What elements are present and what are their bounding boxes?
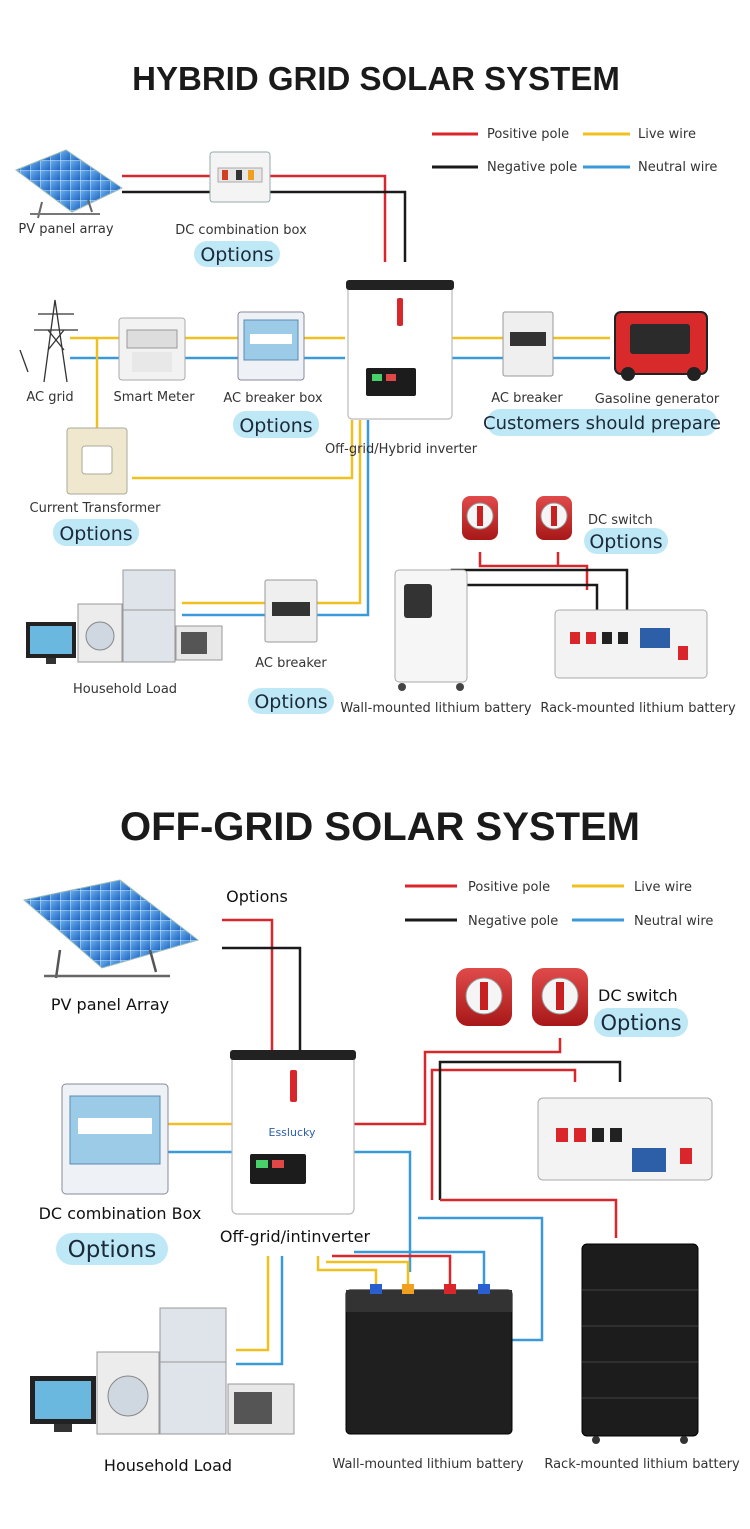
dc-combination-box-icon: [209, 151, 271, 203]
hybrid-rack-battery-label: Rack-mounted lithium battery: [540, 701, 736, 716]
og-legend-neutral: Neutral wire: [634, 914, 713, 929]
legend-live-label: Live wire: [638, 127, 696, 142]
og-legend-live: Live wire: [634, 880, 692, 895]
hybrid-legend: Positive pole Live wire Negative pole Ne…: [432, 127, 717, 175]
household-appliances-icon: [26, 569, 223, 664]
ac-breaker-bottom-options-text: Options: [254, 691, 327, 713]
og-dc-switch-options-text: Options: [600, 1011, 681, 1035]
og-dc-box-label: DC combination Box: [39, 1204, 202, 1223]
ac-breaker-box-options-text: Options: [239, 415, 312, 437]
dc-switch-icon: [462, 496, 572, 540]
og-rack-battery-label: Rack-mounted lithium battery: [544, 1457, 740, 1472]
og-pv-label: PV panel Array: [51, 995, 169, 1014]
ac-breaker-bottom-label: AC breaker: [255, 656, 327, 671]
offgrid-legend: Positive pole Live wire Negative pole Ne…: [405, 880, 713, 929]
offgrid-wires: [168, 918, 622, 1366]
og-legend-negative: Negative pole: [468, 914, 558, 929]
smart-meter-icon: [118, 317, 186, 381]
hybrid-dc-switch-options-badge[interactable]: [584, 528, 668, 554]
ct-options-text: Options: [59, 523, 132, 545]
dc-box-options-badge[interactable]: [194, 241, 280, 267]
og-options-top: Options: [226, 887, 288, 906]
pv-label: PV panel array: [18, 222, 113, 237]
ac-breaker-right-icon: [502, 311, 554, 377]
wall-battery-icon: [394, 569, 468, 691]
generator-label: Gasoline generator: [595, 392, 720, 407]
og-rack-battery-tower-icon: [581, 1243, 699, 1444]
og-dc-box-options-text: Options: [68, 1237, 157, 1263]
generator-icon: [614, 311, 708, 381]
ac-grid-label: AC grid: [26, 390, 73, 405]
hybrid-dc-switch-label: DC switch: [588, 513, 653, 528]
hybrid-wall-battery-label: Wall-mounted lithium battery: [340, 701, 531, 716]
og-wall-battery-label: Wall-mounted lithium battery: [332, 1457, 523, 1472]
og-dc-box-options-badge[interactable]: [56, 1233, 168, 1265]
ac-breaker-box-icon: [237, 311, 305, 381]
ac-breaker-box-label: AC breaker box: [223, 391, 322, 406]
transmission-tower-icon: [19, 299, 78, 383]
current-transformer-icon: [66, 427, 128, 495]
rack-battery-icon: [554, 609, 708, 679]
smart-meter-label: Smart Meter: [113, 390, 195, 405]
customers-prepare-badge[interactable]: [487, 409, 717, 436]
og-legend-positive: Positive pole: [468, 880, 550, 895]
legend-neutral-label: Neutral wire: [638, 160, 717, 175]
og-rack-battery-top-icon: [537, 1097, 713, 1181]
og-inverter-label: Off-grid/intinverter: [220, 1227, 371, 1246]
og-household-label: Household Load: [104, 1456, 232, 1475]
hybrid-household-label: Household Load: [73, 682, 177, 697]
ac-breaker-right-label: AC breaker: [491, 391, 563, 406]
dc-box-options-text: Options: [200, 244, 273, 266]
og-dc-switch-label: DC switch: [598, 986, 678, 1005]
customers-prepare-text: Customers should prepare: [483, 413, 721, 434]
og-household-appliances-icon: [30, 1307, 295, 1435]
pv-panel-icon: [14, 149, 124, 219]
og-dc-switch-icon: [456, 968, 588, 1026]
legend-positive-label: Positive pole: [487, 127, 569, 142]
og-dc-switch-options-badge[interactable]: [594, 1008, 688, 1037]
ac-breaker-bottom-options-badge[interactable]: [248, 688, 334, 714]
ac-breaker-box-options-badge[interactable]: [233, 411, 319, 438]
hybrid-title: HYBRID GRID SOLAR SYSTEM: [132, 60, 620, 97]
legend-negative-label: Negative pole: [487, 160, 577, 175]
og-wall-battery-icon: [345, 1284, 513, 1435]
og-dc-combination-box-icon: [61, 1083, 169, 1195]
dc-box-label: DC combination box: [175, 223, 307, 238]
hybrid-inverter-icon: [346, 280, 454, 420]
ac-breaker-bottom-icon: [264, 579, 318, 643]
hybrid-dc-switch-options-text: Options: [589, 531, 662, 553]
ct-label: Current Transformer: [30, 501, 162, 516]
og-pv-panel-icon: [22, 879, 200, 979]
ct-options-badge[interactable]: [53, 519, 139, 546]
offgrid-title: OFF-GRID SOLAR SYSTEM: [120, 805, 640, 849]
hybrid-inverter-label: Off-grid/Hybrid inverter: [325, 442, 478, 457]
og-inverter-brand: Esslucky: [269, 1126, 316, 1139]
og-inverter-icon: Esslucky: [230, 1050, 356, 1215]
